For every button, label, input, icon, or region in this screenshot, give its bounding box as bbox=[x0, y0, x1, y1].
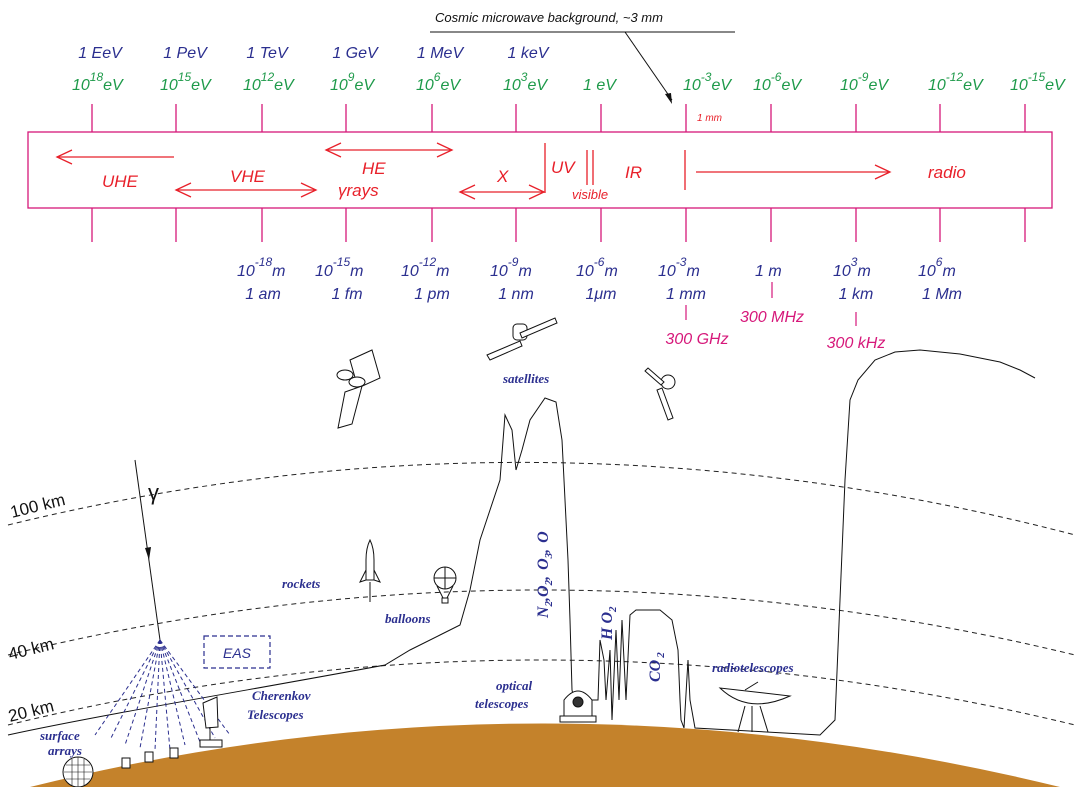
wavelength-name: 1 mm bbox=[666, 286, 706, 303]
band-labels: UHE VHE HE γrays X UV visible IR radio bbox=[102, 158, 966, 202]
energy-unit: 1 EeV bbox=[78, 45, 123, 62]
satellite-icon-left bbox=[337, 350, 380, 428]
rocket-icon bbox=[360, 540, 380, 602]
wavelength-row: 10-18m 10-15m 10-12m 10-9m 10-6m 10-3m 1… bbox=[237, 255, 956, 280]
cherenkov-label-line2: Telescopes bbox=[247, 707, 304, 722]
wavelength: 103m bbox=[833, 255, 871, 280]
energy-ev: 10-3eV bbox=[683, 70, 732, 94]
energy-ev: 1012eV bbox=[243, 70, 295, 94]
mm-tick-label: 1 mm bbox=[697, 113, 722, 124]
wavelength-name: 1 am bbox=[245, 286, 281, 303]
satellites-label: satellites bbox=[502, 371, 549, 386]
detector-tank-icon bbox=[122, 758, 130, 768]
detector-tank-icon bbox=[170, 748, 178, 758]
band-arrows bbox=[57, 143, 890, 199]
spectrum-bar bbox=[28, 104, 1052, 242]
band-uv: UV bbox=[551, 158, 576, 177]
wavelength: 1 m bbox=[755, 263, 782, 280]
eas-label: EAS bbox=[223, 645, 252, 661]
wavelength-name: 1 Mm bbox=[922, 286, 962, 303]
wavelength: 10-12m bbox=[401, 255, 449, 280]
radio-telescope-icon bbox=[720, 682, 790, 732]
frequency-label: 300 MHz bbox=[740, 309, 804, 326]
band-ir: IR bbox=[625, 163, 642, 182]
wavelength-name: 1 nm bbox=[498, 286, 534, 303]
energy-ev: 10-12eV bbox=[928, 70, 984, 94]
frequency-label: 300 GHz bbox=[665, 331, 728, 348]
energy-unit-row: 1 EeV 1 PeV 1 TeV 1 GeV 1 MeV 1 keV bbox=[78, 45, 550, 62]
wavelength: 10-6m bbox=[576, 255, 618, 280]
energy-ev: 10-6eV bbox=[753, 70, 802, 94]
energy-unit: 1 GeV bbox=[332, 45, 379, 62]
altitude-label: 40 km bbox=[6, 634, 56, 664]
altitude-line-100km bbox=[8, 462, 1075, 535]
wavelength-name: 1 km bbox=[839, 286, 874, 303]
energy-unit: 1 keV bbox=[508, 45, 550, 62]
optical-telescope-icon bbox=[560, 691, 596, 722]
balloon-icon bbox=[434, 567, 456, 603]
cherenkov-telescope-icon bbox=[200, 697, 222, 747]
energy-unit: 1 MeV bbox=[417, 45, 465, 62]
energy-unit: 1 TeV bbox=[246, 45, 289, 62]
energy-ev: 109eV bbox=[330, 70, 375, 94]
frequency-label: 300 kHz bbox=[827, 335, 886, 352]
altitude-labels: 100 km 40 km 20 km bbox=[6, 490, 67, 726]
molecule-co2: CO2 bbox=[647, 652, 667, 682]
cmb-pointer-head bbox=[665, 93, 672, 104]
band-visible: visible bbox=[572, 187, 608, 202]
wavelength: 10-15m bbox=[315, 255, 363, 280]
energy-ev: 10-15eV bbox=[1010, 70, 1066, 94]
wavelength-name-row: 1 am 1 fm 1 pm 1 nm 1μm 1 mm 1 km 1 Mm bbox=[245, 286, 962, 303]
altitude-label: 100 km bbox=[8, 490, 67, 522]
band-uhe: UHE bbox=[102, 172, 139, 191]
energy-ev: 1015eV bbox=[160, 70, 212, 94]
wavelength: 10-3m bbox=[658, 255, 700, 280]
altitude-label: 20 km bbox=[6, 696, 56, 726]
cmb-pointer bbox=[625, 32, 672, 100]
frequency-row: 300 GHz 300 MHz 300 kHz bbox=[665, 309, 885, 352]
gamma-ray-arrowhead bbox=[145, 547, 151, 560]
molecules-n2o2o3o: N2,O2,O3,O bbox=[535, 531, 555, 619]
satellite-icon-right bbox=[645, 368, 675, 420]
energy-ev: 10-9eV bbox=[840, 70, 889, 94]
altitude-line-20km bbox=[8, 660, 1075, 725]
band-radio: radio bbox=[928, 163, 966, 182]
detector-tank-icon bbox=[145, 752, 153, 762]
cherenkov-label-line1: Cherenkov bbox=[252, 688, 311, 703]
surface-label-line2: arrays bbox=[48, 743, 82, 758]
energy-ev: 1 eV bbox=[583, 77, 617, 94]
wavelength: 10-18m bbox=[237, 255, 285, 280]
energy-unit: 1 PeV bbox=[163, 45, 208, 62]
radiotelescopes-label: radiotelescopes bbox=[712, 660, 794, 675]
balloons-label: balloons bbox=[385, 611, 431, 626]
band-vhe: VHE bbox=[230, 167, 266, 186]
spectrum-box bbox=[28, 132, 1052, 208]
optical-label-line1: optical bbox=[496, 678, 532, 693]
satellite-icon-center bbox=[487, 318, 557, 360]
cmb-label: Cosmic microwave background, ~3 mm bbox=[435, 10, 663, 25]
band-x: X bbox=[496, 167, 509, 186]
gamma-symbol: γ bbox=[148, 480, 159, 505]
wavelength: 106m bbox=[918, 255, 956, 280]
wavelength-name: 1μm bbox=[586, 286, 617, 303]
energy-ev: 106eV bbox=[416, 70, 461, 94]
rockets-label: rockets bbox=[282, 576, 320, 591]
molecule-labels: N2,O2,O3,O HO2 CO2 bbox=[535, 531, 667, 682]
energy-ev: 103eV bbox=[503, 70, 548, 94]
band-he: HE bbox=[362, 159, 386, 178]
energy-ev: 1018eV bbox=[72, 70, 124, 94]
energy-ev-row: 1018eV 1015eV 1012eV 109eV 106eV 103eV 1… bbox=[72, 70, 1066, 94]
wavelength: 10-9m bbox=[490, 255, 532, 280]
surface-label-line1: surface bbox=[39, 728, 80, 743]
wavelength-name: 1 fm bbox=[331, 286, 362, 303]
wavelength-name: 1 pm bbox=[414, 286, 450, 303]
band-gamma-rays: γrays bbox=[338, 181, 379, 200]
earth-surface bbox=[30, 724, 1060, 787]
optical-label-line2: telescopes bbox=[475, 696, 528, 711]
